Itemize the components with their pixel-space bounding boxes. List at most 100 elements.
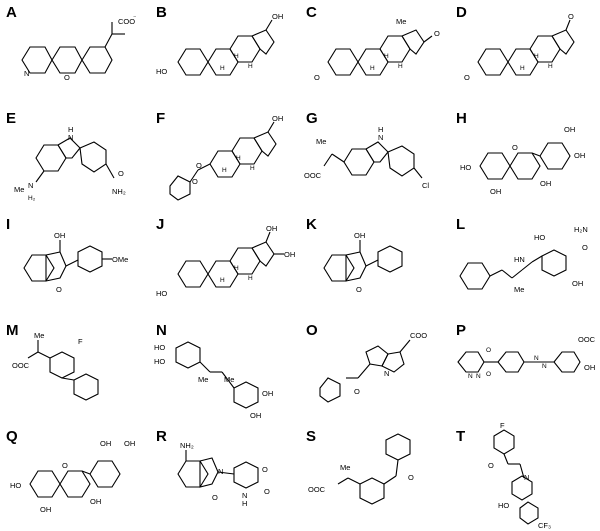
panel-label: S: [306, 428, 317, 445]
panel-o: O COO N O: [300, 318, 450, 424]
label-h: H: [222, 167, 227, 174]
label-me: Me: [316, 137, 326, 146]
panel-label: F: [156, 110, 166, 127]
panel-label: A: [6, 4, 17, 21]
structure-q: OH OH HO O OH OH: [10, 439, 135, 514]
label-o: O: [582, 243, 588, 252]
label-o: O: [488, 461, 494, 470]
label-o: O: [568, 12, 574, 21]
label-cf3: CF₃: [538, 521, 551, 530]
label-me: Me: [34, 331, 44, 340]
label-n: N: [542, 363, 547, 370]
label-oh: OH: [490, 187, 501, 196]
label-h: H: [378, 125, 383, 134]
label-n: N: [28, 181, 33, 190]
label-h: H: [234, 53, 239, 60]
structure-h: OH OH HO O OH OH: [460, 125, 585, 196]
label-f: F: [78, 337, 83, 346]
structure-d: O O H H H: [464, 12, 575, 82]
structure-l: H₂N HO HN O OH Me: [459, 225, 588, 294]
structure-o: COO N O: [319, 331, 427, 403]
panel-p: P N N N N OOC OH O O: [450, 318, 600, 424]
panel-s: S Me OOC O: [300, 424, 450, 530]
label-n: N: [468, 373, 473, 380]
label-ho: HO: [10, 481, 21, 490]
label-me: Me: [340, 463, 350, 472]
panel-label: I: [6, 216, 11, 233]
label-o: O: [356, 285, 362, 294]
structure-i: OH OMe O: [23, 231, 128, 294]
label-h: H: [220, 277, 225, 284]
label-n: N: [476, 373, 481, 380]
label-h: H: [242, 499, 247, 508]
panel-g: G Me OOC H N Cl: [300, 106, 450, 212]
label-oh: OH: [100, 439, 111, 448]
panel-label: J: [156, 216, 165, 233]
label-o: O: [262, 465, 268, 474]
label-oh: OH: [572, 279, 583, 288]
label-h: H: [248, 275, 253, 282]
panel-label: H: [456, 110, 467, 127]
panel-i: I OH OMe O: [0, 212, 150, 318]
label-charge: ⁻: [133, 15, 137, 22]
label-ho: HO: [534, 233, 545, 242]
label-oh: OH: [354, 231, 365, 240]
panel-j: J OH OH HO H H H: [150, 212, 300, 318]
label-me: Me: [224, 375, 234, 384]
label-ho: HO: [156, 67, 167, 76]
panel-b: B OH HO H H H: [150, 0, 300, 106]
label-oh: OH: [272, 114, 283, 123]
label-o: O: [354, 387, 360, 396]
label-h: H: [534, 53, 539, 60]
panel-label: Q: [6, 428, 18, 445]
label-oh: OH: [574, 151, 585, 160]
structure-a: COO ⁻ N O: [21, 15, 137, 82]
structure-p: N N N N OOC OH O O: [457, 335, 596, 380]
label-oh: OH: [266, 224, 277, 233]
label-oh: OH: [564, 125, 575, 134]
label-n: N: [524, 473, 529, 482]
label-oh: OH: [540, 179, 551, 188]
panel-t: T F O N HO CF₃: [450, 421, 600, 530]
label-n: N: [24, 69, 29, 78]
label-coo: COO: [410, 331, 427, 340]
label-oh: OH: [90, 497, 101, 506]
label-oh: OH: [250, 411, 261, 420]
label-h: H: [370, 65, 375, 72]
panel-m: M Me F OOC: [0, 318, 150, 424]
label-o: O: [192, 177, 198, 186]
panel-label: B: [156, 4, 167, 21]
label-nh2: NH₂: [112, 187, 126, 196]
panel-n: N HO HO Me Me OH OH: [150, 318, 300, 424]
label-n: N: [218, 467, 223, 476]
label-o: O: [486, 371, 491, 378]
label-ooc: OOC: [578, 335, 596, 344]
label-hn: HN: [514, 255, 525, 264]
label-oh: OH: [262, 389, 273, 398]
label-me: Me: [514, 285, 524, 294]
structure-j: OH OH HO H H H: [156, 224, 295, 298]
panel-k: K OH O: [300, 212, 450, 318]
label-oh: OH: [272, 12, 283, 21]
label-ho: HO: [498, 501, 509, 510]
structure-m: Me F OOC: [12, 331, 99, 401]
panel-l: L H₂N HO HN O OH Me: [450, 212, 600, 318]
panel-r: R NH₂ N O O N H O: [150, 424, 300, 530]
label-o: O: [464, 73, 470, 82]
panel-q: Q OH OH HO O OH OH: [0, 424, 150, 530]
structure-k: OH O: [323, 231, 403, 294]
panel-label: K: [306, 216, 317, 233]
panel-label: D: [456, 4, 467, 21]
label-n: N: [68, 133, 73, 142]
label-oh: OH: [54, 231, 65, 240]
label-h2n: H₂N: [574, 225, 588, 234]
label-me: Me: [14, 185, 24, 194]
panel-h: H OH OH HO O OH OH: [450, 106, 600, 212]
label-cl: Cl: [422, 181, 429, 190]
label-ooc: OOC: [304, 171, 322, 180]
label-o: O: [118, 169, 124, 178]
label-oh: OH: [124, 439, 135, 448]
label-ho: HO: [154, 343, 165, 352]
label-coo: COO: [118, 17, 135, 26]
